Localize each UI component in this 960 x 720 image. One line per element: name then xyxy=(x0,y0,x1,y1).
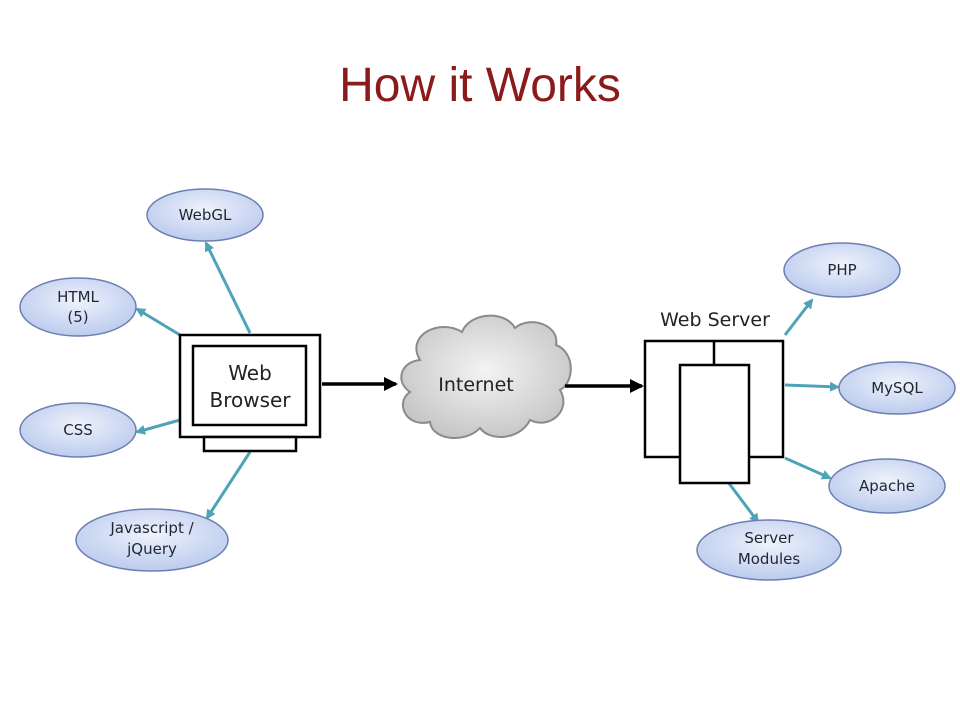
arrow-to-webgl xyxy=(204,241,252,334)
arrow-to-server-modules xyxy=(726,481,760,524)
apache-label: Apache xyxy=(859,477,915,495)
css-label: CSS xyxy=(63,421,93,439)
server-modules-label-line2: Modules xyxy=(738,550,801,568)
css-node: CSS xyxy=(19,402,137,458)
javascript-label-line1: Javascript / xyxy=(109,519,194,537)
web-server-label: Web Server xyxy=(660,309,770,331)
arrow-to-php xyxy=(783,298,814,336)
arrow-to-html xyxy=(135,307,181,337)
internet-cloud: Internet xyxy=(400,314,572,440)
webgl-label: WebGL xyxy=(179,206,232,224)
internet-label: Internet xyxy=(438,374,513,396)
monitor-stand xyxy=(202,435,298,453)
php-node: PHP xyxy=(783,242,901,298)
page-title: How it Works xyxy=(339,59,621,112)
arrow-to-javascript xyxy=(205,451,252,520)
server-modules-label-line1: Server xyxy=(744,529,794,547)
arrow-to-mysql xyxy=(784,381,840,392)
server-front-box xyxy=(678,363,751,485)
mysql-label: MySQL xyxy=(871,379,923,397)
arrow-to-apache xyxy=(784,456,832,480)
web-browser-monitor: Web Browser xyxy=(178,333,322,453)
javascript-label-line2: jQuery xyxy=(126,540,177,558)
html-label-line2: (5) xyxy=(67,308,88,326)
client-arrows xyxy=(135,241,252,520)
apache-node: Apache xyxy=(828,458,946,514)
javascript-node: Javascript / jQuery xyxy=(75,508,229,572)
web-browser-label-line1: Web xyxy=(228,361,272,385)
server-tech-nodes: PHP MySQL Apache Server Modules xyxy=(696,242,956,581)
web-server: Web Server xyxy=(643,309,785,485)
server-arrows xyxy=(726,298,840,524)
php-label: PHP xyxy=(827,261,856,279)
html-label-line1: HTML xyxy=(57,288,99,306)
server-modules-node: Server Modules xyxy=(696,519,842,581)
client-tech-nodes: WebGL HTML (5) CSS Javascript / jQuery xyxy=(19,188,264,572)
html-node: HTML (5) xyxy=(19,277,137,337)
mysql-node: MySQL xyxy=(838,361,956,415)
web-browser-label-line2: Browser xyxy=(209,388,291,412)
webgl-node: WebGL xyxy=(146,188,264,242)
arrow-to-css xyxy=(135,418,181,435)
